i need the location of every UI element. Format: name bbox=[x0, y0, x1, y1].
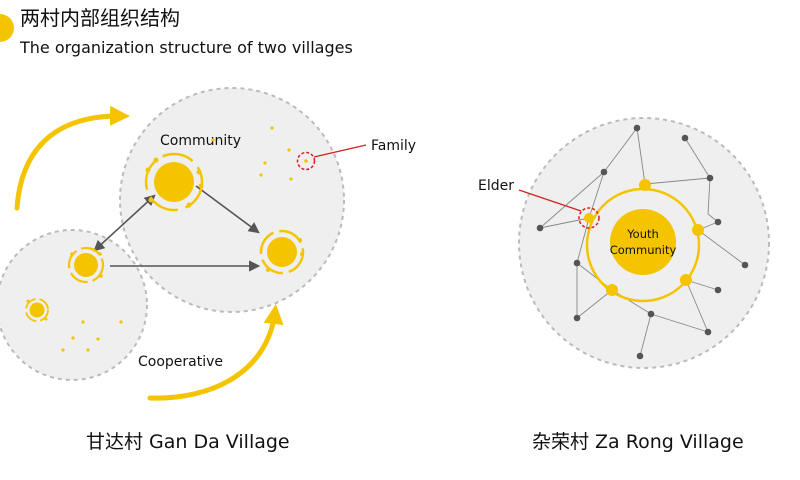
small-family-node bbox=[25, 298, 49, 322]
label-family: Family bbox=[371, 138, 416, 154]
youth-member-nodes bbox=[584, 179, 704, 296]
label-youth-community: Community bbox=[610, 243, 677, 257]
community-node-right bbox=[259, 229, 305, 275]
arrow-community-to-left-node bbox=[93, 194, 156, 252]
label-community: Community bbox=[160, 133, 241, 149]
family-highlight bbox=[296, 144, 367, 171]
youth-community-node bbox=[610, 209, 676, 275]
label-elder: Elder bbox=[478, 178, 514, 194]
elder-highlight bbox=[518, 189, 600, 229]
cycle-arrow-top bbox=[14, 105, 130, 211]
page-title-cn: 两村内部组织结构 bbox=[20, 6, 180, 30]
family-dots bbox=[61, 126, 293, 352]
cooperative-zone bbox=[0, 229, 148, 381]
cycle-arrow-bottom bbox=[147, 304, 284, 401]
gan-da-diagram: Community bbox=[0, 87, 416, 401]
label-cooperative: Cooperative bbox=[138, 354, 223, 370]
caption-za-rong-village: 杂荣村 Za Rong Village bbox=[532, 431, 744, 453]
page-title-en: The organization structure of two villag… bbox=[20, 38, 353, 57]
za-rong-diagram: Youth Community bbox=[478, 117, 770, 369]
community-node-main bbox=[144, 152, 204, 212]
household-nodes bbox=[536, 124, 749, 360]
title-accent-dot bbox=[0, 14, 14, 42]
network-links bbox=[539, 127, 746, 357]
arrow-community-to-right-node bbox=[195, 185, 260, 234]
community-node-left bbox=[67, 246, 105, 284]
caption-gan-da-village: 甘达村 Gan Da Village bbox=[86, 431, 290, 453]
label-youth: Youth bbox=[626, 227, 659, 241]
